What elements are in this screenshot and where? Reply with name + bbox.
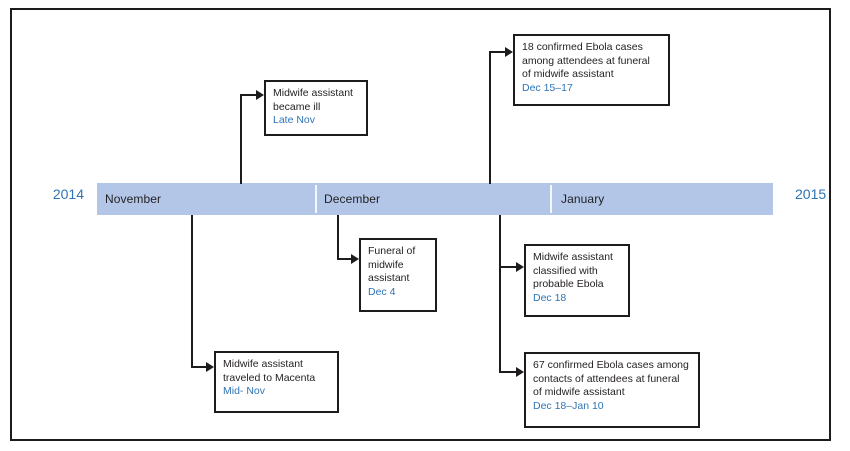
arrowhead-icon <box>516 262 524 272</box>
connector-line-macenta <box>191 215 193 368</box>
figure-frame: 2014 2015 November December January Midw… <box>10 8 831 441</box>
month-label-january: January <box>561 192 605 206</box>
connector-line-classified <box>499 266 517 268</box>
event-date: Dec 18 <box>533 291 567 304</box>
arrowhead-icon <box>516 367 524 377</box>
month-label-november: November <box>105 192 162 206</box>
event-box-cases-67: 67 confirmed Ebola cases among contacts … <box>524 352 700 428</box>
event-text: Midwife assistant classified with probab… <box>533 251 613 290</box>
month-label-december: December <box>324 192 381 206</box>
arrowhead-icon <box>256 90 264 100</box>
event-date: Mid- Nov <box>223 385 266 397</box>
connector-line-funeral <box>337 215 339 260</box>
event-box-cases-18: 18 confirmed Ebola cases among attendees… <box>513 34 670 106</box>
month-divider-dec-jan <box>550 185 552 213</box>
connector-line-cases-67 <box>499 371 517 373</box>
arrowhead-icon <box>351 254 359 264</box>
event-date: Late Nov <box>273 114 316 126</box>
month-divider-nov-dec <box>315 185 317 213</box>
connector-line-cases-18 <box>489 51 491 184</box>
event-text: Midwife assistant traveled to Macenta <box>223 358 316 384</box>
connector-line-dec18-branch <box>499 215 501 373</box>
arrowhead-icon <box>505 47 513 57</box>
event-text: Funeral of midwife assistant <box>368 245 416 284</box>
arrowhead-icon <box>206 362 214 372</box>
event-box-funeral: Funeral of midwife assistant Dec 4 <box>359 238 437 312</box>
connector-line-macenta <box>191 366 207 368</box>
year-label-start: 2014 <box>52 186 84 202</box>
connector-line-funeral <box>337 258 352 260</box>
event-box-became-ill: Midwife assistant became ill Late Nov <box>264 80 368 136</box>
event-date: Dec 18–Jan 10 <box>533 399 604 412</box>
connector-line-became-ill <box>240 94 257 96</box>
event-text: Midwife assistant became ill <box>273 87 353 113</box>
timeline-bar <box>97 183 773 215</box>
event-box-classified: Midwife assistant classified with probab… <box>524 244 630 317</box>
event-box-macenta: Midwife assistant traveled to Macenta Mi… <box>214 351 339 413</box>
year-label-end: 2015 <box>795 186 827 202</box>
event-date: Dec 15–17 <box>522 81 573 94</box>
event-text: 18 confirmed Ebola cases among attendees… <box>522 41 650 80</box>
connector-line-cases-18 <box>489 51 506 53</box>
event-date: Dec 4 <box>368 285 396 298</box>
event-text: 67 confirmed Ebola cases among contacts … <box>533 359 689 398</box>
connector-line-became-ill <box>240 94 242 184</box>
